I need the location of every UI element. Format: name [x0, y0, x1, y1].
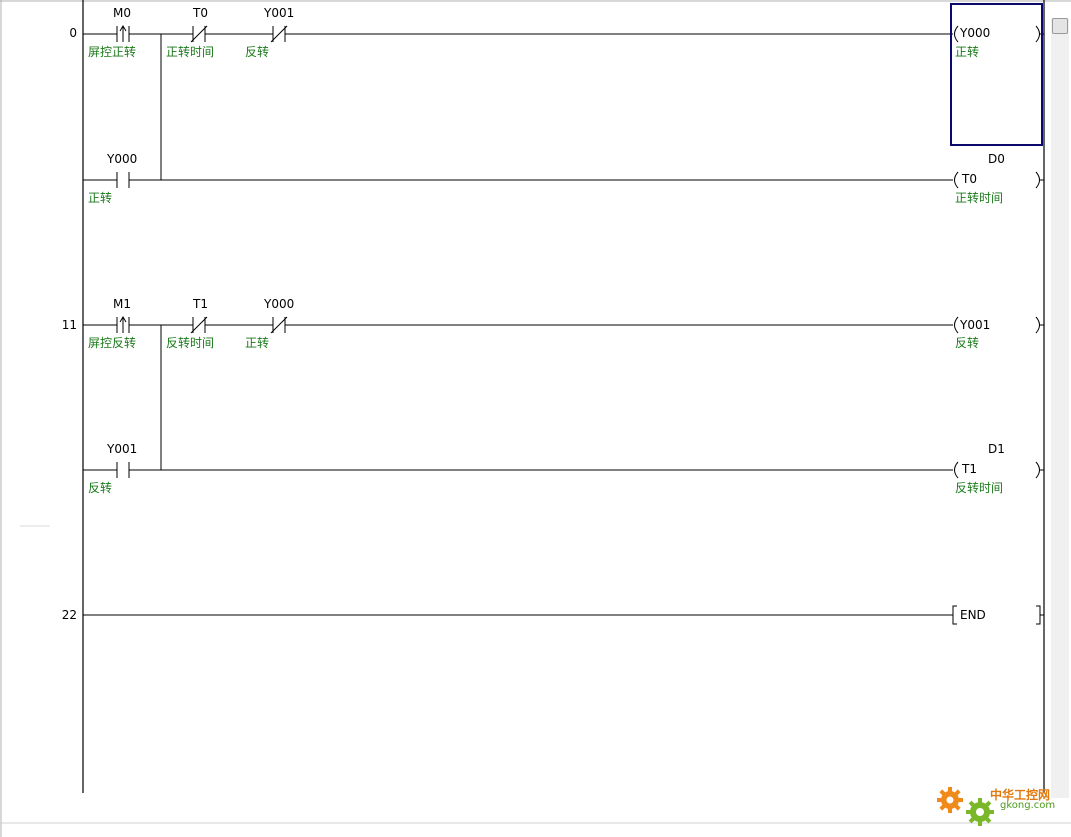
- branch-contact-y001-device[interactable]: Y001: [107, 442, 138, 456]
- coil-y001-device[interactable]: Y001: [960, 318, 991, 332]
- contact-y000-device[interactable]: Y000: [264, 297, 295, 311]
- coil-y000-comment: 正转: [955, 45, 980, 59]
- timer-t1-setting: D1: [988, 442, 1005, 456]
- coil-y000-device[interactable]: Y000: [960, 26, 991, 40]
- branch-contact-y000-comment: 正转: [88, 191, 113, 205]
- coil-y001-comment: 反转: [955, 336, 980, 350]
- step-number-11: 11: [61, 318, 77, 332]
- timer-t0-setting: D0: [988, 152, 1005, 166]
- contact-t1-device[interactable]: T1: [193, 297, 208, 311]
- watermark-site: gkong.com: [1000, 800, 1056, 811]
- step-number-22: 22: [61, 608, 77, 622]
- rung-0-branch: [83, 34, 1044, 189]
- gear-logo-icon: [937, 787, 994, 826]
- rung-0-main: [83, 25, 1044, 43]
- contact-m1-comment: 屏控反转: [88, 336, 137, 350]
- contact-t0-comment: 正转时间: [166, 45, 215, 59]
- contact-y000-comment: 正转: [245, 336, 270, 350]
- rung-11-main: [83, 316, 1044, 334]
- contact-m0-comment: 屏控正转: [88, 45, 137, 59]
- contact-m0-device[interactable]: M0: [113, 6, 131, 20]
- contact-y001-device[interactable]: Y001: [264, 6, 295, 20]
- end-instruction[interactable]: END: [960, 608, 986, 622]
- edit-cursor[interactable]: [950, 3, 1043, 146]
- branch-contact-y000-device[interactable]: Y000: [107, 152, 138, 166]
- step-number-0: 0: [69, 26, 77, 40]
- contact-t1-comment: 反转时间: [166, 336, 215, 350]
- timer-t1-device[interactable]: T1: [962, 462, 977, 476]
- rung-22-end: [83, 605, 1044, 625]
- branch-contact-y001-comment: 反转: [88, 481, 113, 495]
- timer-t1-comment: 反转时间: [955, 481, 1004, 495]
- contact-y001-comment: 反转: [245, 45, 270, 59]
- rung-11-branch: [83, 325, 1044, 479]
- contact-m1-device[interactable]: M1: [113, 297, 131, 311]
- scrollbar-thumb[interactable]: [1052, 18, 1068, 34]
- timer-t0-comment: 正转时间: [955, 191, 1004, 205]
- vertical-scrollbar[interactable]: [1051, 18, 1069, 798]
- timer-t0-device[interactable]: T0: [962, 172, 977, 186]
- watermark-brand: 中华工控网: [990, 788, 1051, 802]
- contact-t0-device[interactable]: T0: [193, 6, 208, 20]
